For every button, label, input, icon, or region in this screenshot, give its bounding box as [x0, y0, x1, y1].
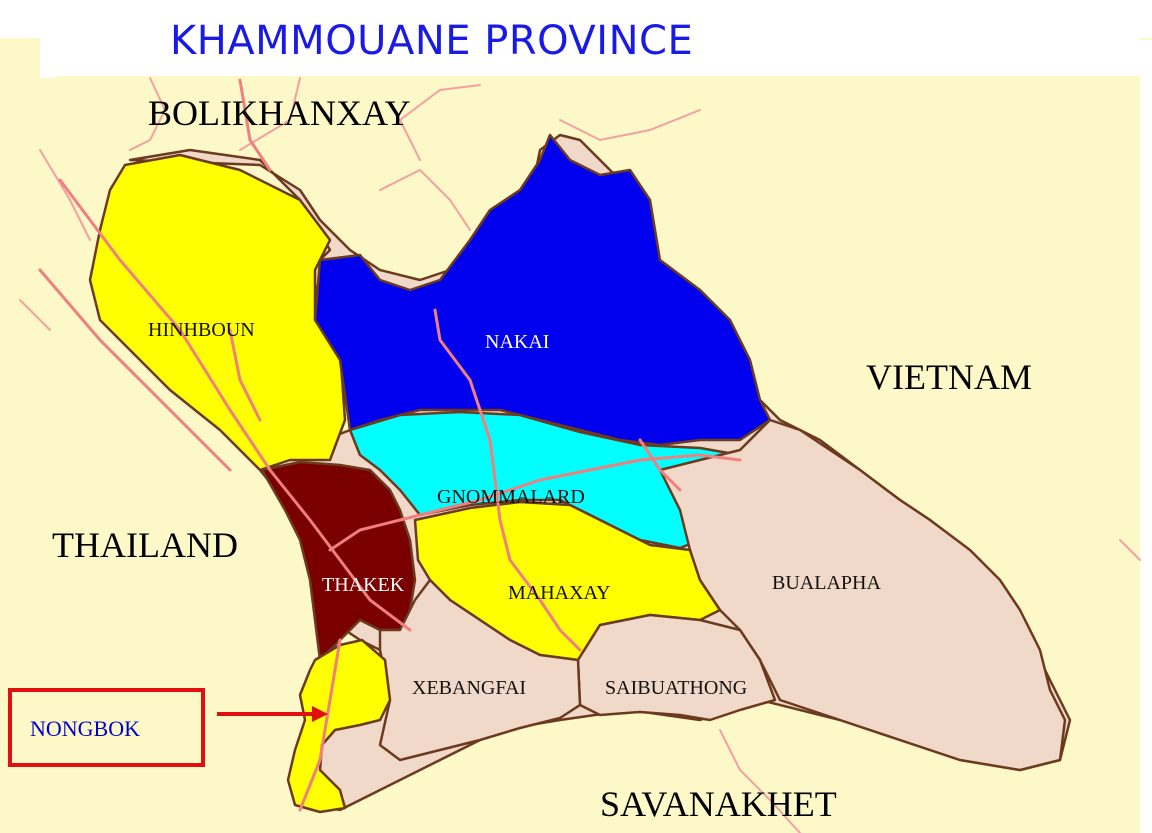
road [298, 638, 342, 812]
district-label-saibuathong: SAIBUATHONG [605, 677, 747, 699]
district-label-nakai: NAKAI [485, 331, 549, 353]
district-label-gnommalard: GNOMMALARD [437, 486, 585, 508]
road [238, 78, 272, 172]
map-title: KHAMMOUANE PROVINCE [170, 18, 693, 64]
district-bualapha [658, 418, 1067, 772]
district-xebangfai [378, 578, 582, 762]
callout-label-nongbok: NONGBOK [30, 716, 140, 741]
district-saibuathong [576, 613, 777, 722]
neighbor-label-west: THAILAND [52, 525, 238, 565]
road [228, 328, 262, 422]
neighbor-label-north: BOLIKHANXAY [148, 93, 411, 133]
district-label-xebangfai: XEBANGFAI [412, 677, 526, 699]
road [38, 268, 232, 472]
right-margin [1140, 40, 1152, 833]
callout-box [8, 688, 205, 767]
road [129, 77, 167, 151]
road [719, 729, 801, 833]
road [39, 149, 91, 241]
road [398, 84, 481, 161]
road [379, 168, 471, 231]
road [19, 299, 51, 331]
title-band-lower [55, 38, 1140, 76]
callout-arrowhead [312, 706, 328, 722]
district-nakai [313, 133, 772, 447]
district-label-mahaxay: MAHAXAY [508, 582, 611, 604]
road [328, 453, 742, 552]
district-hinhboun [88, 153, 347, 472]
road [239, 77, 301, 151]
title-band [0, 0, 1152, 38]
district-label-hinhboun: HINHBOUN [148, 319, 255, 341]
title-band-notch [40, 38, 55, 78]
road [1119, 539, 1141, 561]
neighbor-label-south: SAVANAKHET [600, 784, 837, 824]
road [638, 438, 682, 492]
district-label-bualapha: BUALAPHA [772, 572, 881, 594]
road [559, 109, 701, 142]
road [433, 308, 582, 652]
district-nongbok [286, 638, 392, 814]
district-label-thakek: THAKEK [322, 574, 405, 596]
neighbor-label-east: VIETNAM [866, 357, 1032, 397]
road [58, 178, 412, 632]
